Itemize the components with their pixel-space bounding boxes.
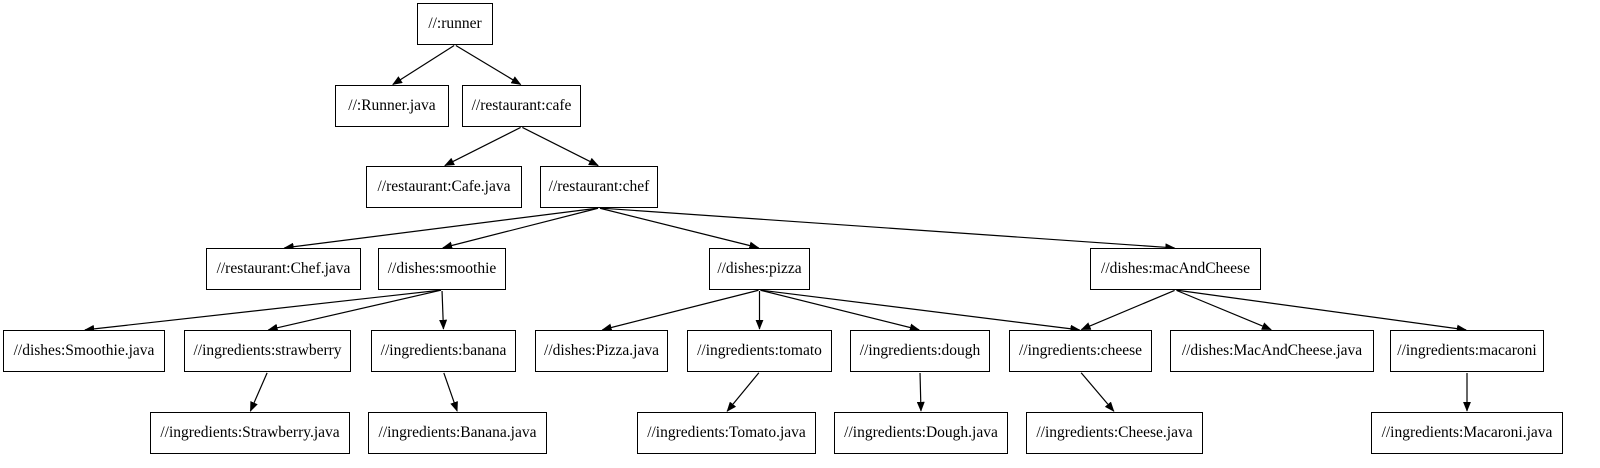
graph-node-Tomato-java[interactable]: //ingredients:Tomato.java [637,412,816,454]
graph-node-label: //:runner [428,15,482,33]
graph-node-label: //:Runner.java [348,97,436,115]
graph-node-dishes-macAndCheese[interactable]: //dishes:macAndCheese [1090,248,1261,290]
graph-node-label: //dishes:MacAndCheese.java [1181,342,1363,360]
graph-node-label: //ingredients:dough [859,342,981,360]
graph-node-Smoothie-java[interactable]: //dishes:Smoothie.java [3,330,165,372]
graph-node-label: //ingredients:macaroni [1397,342,1537,360]
graph-node-Dough-java[interactable]: //ingredients:Dough.java [834,412,1008,454]
graph-node-label: //ingredients:strawberry [193,342,342,360]
graph-node-label: //ingredients:tomato [697,342,822,360]
graph-node-Banana-java[interactable]: //ingredients:Banana.java [368,412,547,454]
graph-node-label: //restaurant:Chef.java [216,260,351,278]
graph-node-MacAndCheese-java[interactable]: //dishes:MacAndCheese.java [1170,330,1374,372]
graph-node-Cheese-java[interactable]: //ingredients:Cheese.java [1026,412,1203,454]
graph-node-ing-banana[interactable]: //ingredients:banana [371,330,516,372]
graph-node-Cafe-java[interactable]: //restaurant:Cafe.java [366,166,522,208]
graph-node-ing-strawberry[interactable]: //ingredients:strawberry [184,330,351,372]
graph-node-label: //ingredients:Strawberry.java [160,424,340,442]
graph-node-label: //dishes:Smoothie.java [13,342,155,360]
graph-node-Pizza-java[interactable]: //dishes:Pizza.java [535,330,668,372]
graph-node-label: //restaurant:cafe [471,97,572,115]
graph-node-Strawberry-java[interactable]: //ingredients:Strawberry.java [150,412,350,454]
graph-node-label: //dishes:smoothie [387,260,497,278]
graph-node-Chef-java[interactable]: //restaurant:Chef.java [206,248,361,290]
graph-node-ing-dough[interactable]: //ingredients:dough [850,330,990,372]
graph-node-Macaroni-java[interactable]: //ingredients:Macaroni.java [1371,412,1563,454]
graph-node-label: //dishes:pizza [717,260,802,278]
graph-node-label: //restaurant:Cafe.java [377,178,511,196]
graph-node-label: //ingredients:Banana.java [378,424,537,442]
graph-node-Runner-java[interactable]: //:Runner.java [335,85,449,127]
graph-node-dishes-pizza[interactable]: //dishes:pizza [709,248,810,290]
graph-node-label: //ingredients:Dough.java [844,424,998,442]
graph-node-label: //ingredients:Cheese.java [1036,424,1193,442]
graph-node-dishes-smoothie[interactable]: //dishes:smoothie [378,248,506,290]
graph-node-label: //dishes:Pizza.java [544,342,659,360]
graph-node-label: //ingredients:cheese [1018,342,1143,360]
graph-node-label: //ingredients:Tomato.java [647,424,806,442]
graph-node-label: //ingredients:banana [380,342,507,360]
graph-node-runner[interactable]: //:runner [417,3,493,45]
graph-node-label: //ingredients:Macaroni.java [1381,424,1553,442]
graph-node-ing-macaroni[interactable]: //ingredients:macaroni [1390,330,1544,372]
graph-node-ing-cheese[interactable]: //ingredients:cheese [1009,330,1152,372]
graph-node-ing-tomato[interactable]: //ingredients:tomato [687,330,832,372]
graph-node-restaurant-chef[interactable]: //restaurant:chef [540,166,658,208]
graph-node-label: //dishes:macAndCheese [1101,260,1250,278]
graph-node-restaurant-cafe[interactable]: //restaurant:cafe [462,85,581,127]
graph-node-label: //restaurant:chef [548,178,650,196]
